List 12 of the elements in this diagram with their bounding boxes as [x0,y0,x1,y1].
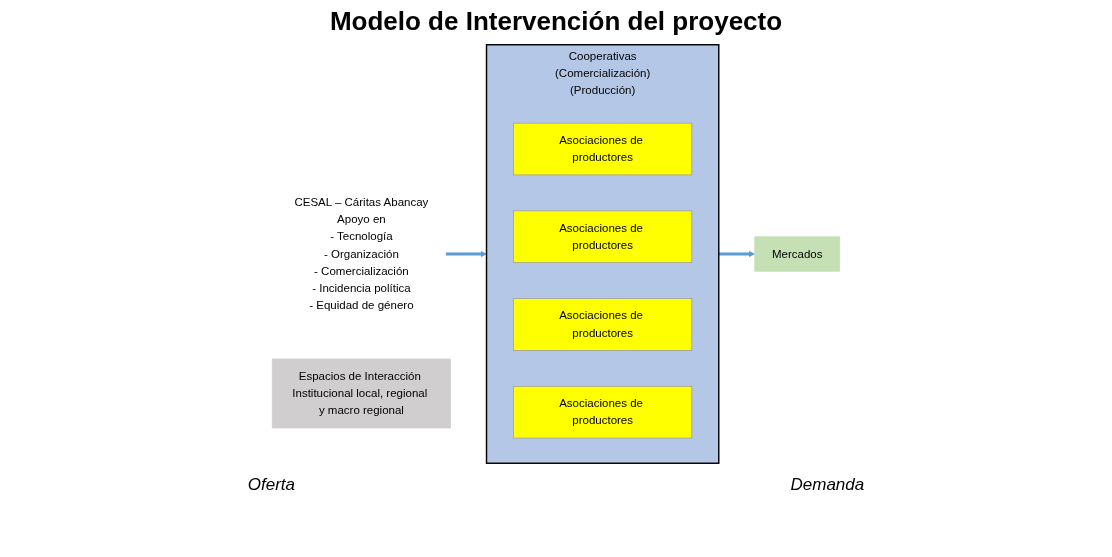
node-box: Mercados [754,236,841,272]
node-box: Asociaciones de productores [513,210,693,263]
side-label: Demanda [790,475,865,495]
side-label: Oferta [247,475,295,495]
node-box: Asociaciones de productores [513,298,693,351]
node-box: Asociaciones de productores [513,122,693,176]
diagram-title: Modelo de Intervención del proyecto [328,6,784,37]
arrow [445,250,487,258]
node-text: CESAL – Cáritas Abancay Apoyo en - Tecnología - Organización - Comercialización - Incidencia política - Equidad de género [294,195,429,312]
node-box: Espacios de Interacción Institucional local, regional y macro regional [271,358,451,429]
arrow [718,250,755,258]
node-box: Asociaciones de productores [513,385,693,439]
